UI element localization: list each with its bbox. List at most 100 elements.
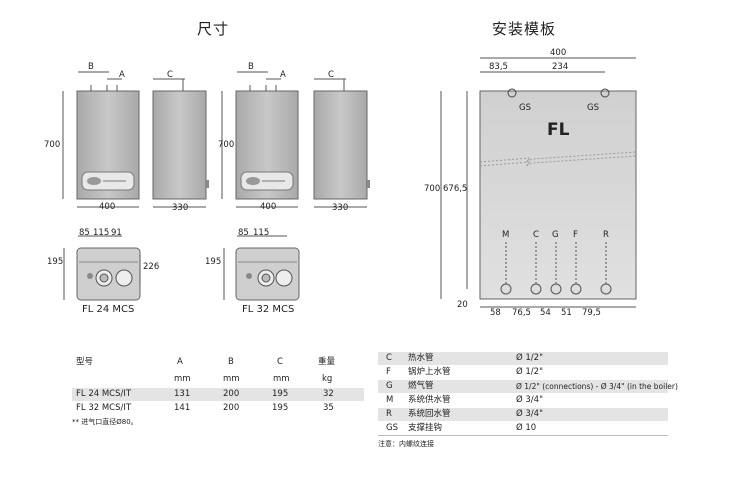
code-cell: M (386, 395, 394, 405)
dim-b-label-2: B (248, 62, 254, 72)
spec-header-c: C (277, 357, 283, 367)
template-offset-label: 83,5 (489, 62, 508, 72)
spec-footnote: ** 进气口直径Ø80。 (72, 418, 138, 426)
table-row: M 系统供水管 Ø 3/4" (378, 394, 668, 407)
connection-label-g: G (552, 230, 559, 240)
spacing-label-3: 54 (540, 308, 551, 318)
connection-label-r: R (603, 230, 609, 240)
table-row: R 系统回水管 Ø 3/4" (378, 408, 668, 421)
dim-c-label-1: C (167, 70, 173, 80)
height-label-2: 700 (218, 140, 235, 150)
boiler-front-24 (62, 71, 140, 208)
table-row: F 锅炉上水管 Ø 1/2" (378, 366, 668, 379)
spec-header-row: 型号 A B C 重量 (72, 356, 364, 369)
description-cell: 系统供水管 (408, 395, 451, 405)
description-cell: 系统回水管 (408, 409, 451, 419)
width-front-label-1: 400 (99, 202, 116, 212)
model-cell: FL 32 MCS/IT (76, 403, 132, 413)
unit-a: mm (174, 374, 191, 384)
dim-85-label-1: 85 (79, 228, 90, 238)
template-title: 安装模板 (492, 20, 557, 38)
b-cell: 200 (223, 403, 240, 413)
b-cell: 200 (223, 389, 240, 399)
description-cell: 支撑挂钩 (408, 423, 443, 433)
dim-b-label-1: B (88, 62, 94, 72)
dim-91-label: 91 (111, 228, 122, 238)
c-cell: 195 (272, 389, 289, 399)
spacing-label-1: 58 (490, 308, 501, 318)
dim-115-label-1: 115 (93, 228, 110, 238)
model-label-24: FL 24 MCS (82, 304, 135, 315)
spec-header-a: A (177, 357, 183, 367)
width-front-label-2: 400 (260, 202, 277, 212)
connections-table: C 热水管 Ø 1/2" F 锅炉上水管 Ø 1/2" G 燃气管 Ø 1/2"… (378, 352, 678, 452)
dim-85-label-2: 85 (238, 228, 249, 238)
code-cell: C (386, 353, 392, 363)
gs-right-label: GS (587, 103, 599, 113)
a-cell: 131 (174, 389, 191, 399)
connection-label-f: F (573, 230, 578, 240)
bottom-offset-label: 20 (457, 300, 468, 310)
connections-note: 注意：内螺纹连接 (378, 440, 434, 448)
size-cell: Ø 10 (516, 423, 537, 433)
depth-195-label-2: 195 (205, 257, 222, 267)
size-cell: Ø 3/4" (516, 409, 543, 419)
dim-a-label-1: A (119, 70, 125, 80)
unit-c: mm (273, 374, 290, 384)
code-cell: R (386, 409, 392, 419)
table-row: C 热水管 Ø 1/2" (378, 352, 668, 365)
dim-c-label-2: C (328, 70, 334, 80)
description-cell: 热水管 (408, 353, 434, 363)
unit-b: mm (223, 374, 240, 384)
height-label-1: 700 (44, 140, 61, 150)
installation-template (440, 57, 637, 308)
size-cell: Ø 1/2" (516, 367, 543, 377)
spec-header-model: 型号 (76, 357, 94, 367)
dimensions-title: 尺寸 (197, 20, 230, 38)
table-row: GS 支撑挂钩 Ø 10 (378, 422, 668, 436)
model-cell: FL 24 MCS/IT (76, 389, 132, 399)
dim-a-label-2: A (280, 70, 286, 80)
boiler-side-24 (152, 78, 209, 208)
connection-label-c: C (533, 230, 539, 240)
template-inner-height-label: 676,5 (443, 184, 468, 194)
bottom-view-24 (63, 235, 141, 301)
code-cell: G (386, 381, 393, 391)
code-cell: F (386, 367, 391, 377)
depth-226-label: 226 (143, 262, 160, 272)
spec-units-row: mm mm mm kg (72, 373, 364, 386)
connection-markers (500, 242, 612, 295)
weight-cell: 32 (323, 389, 334, 399)
spec-header-b: B (228, 357, 234, 367)
gs-span-label: 234 (552, 62, 569, 72)
boiler-front-32 (221, 71, 299, 208)
gs-left-label: GS (519, 103, 531, 113)
spacing-label-4: 51 (561, 308, 572, 318)
unit-weight: kg (322, 374, 333, 384)
size-cell: Ø 1/2" (connections) - Ø 3/4" (in the bo… (516, 382, 678, 391)
template-width-label: 400 (550, 48, 567, 58)
width-side-label-2: 330 (332, 203, 349, 213)
technical-drawing (62, 57, 637, 308)
weight-cell: 35 (323, 403, 334, 413)
brand-label: FL (547, 120, 570, 140)
boiler-side-32 (313, 78, 370, 208)
template-height-label: 700 (424, 184, 441, 194)
spec-table: 型号 A B C 重量 mm mm mm kg FL 24 MCS/IT 131… (72, 352, 364, 426)
connection-label-m: M (502, 230, 510, 240)
a-cell: 141 (174, 403, 191, 413)
size-cell: Ø 1/2" (516, 353, 543, 363)
width-side-label-1: 330 (172, 203, 189, 213)
model-label-32: FL 32 MCS (242, 304, 295, 315)
bottom-view-32 (223, 235, 300, 301)
spec-header-weight: 重量 (318, 357, 336, 367)
spacing-label-5: 79,5 (582, 308, 601, 318)
table-row: FL 32 MCS/IT 141 200 195 35 (72, 402, 364, 415)
spacing-label-2: 76,5 (512, 308, 531, 318)
depth-195-label-1: 195 (47, 257, 64, 267)
code-cell: GS (386, 423, 398, 433)
c-cell: 195 (272, 403, 289, 413)
table-row: FL 24 MCS/IT 131 200 195 32 (72, 388, 364, 401)
description-cell: 锅炉上水管 (408, 367, 451, 377)
table-row: G 燃气管 Ø 1/2" (connections) - Ø 3/4" (in … (378, 380, 678, 393)
